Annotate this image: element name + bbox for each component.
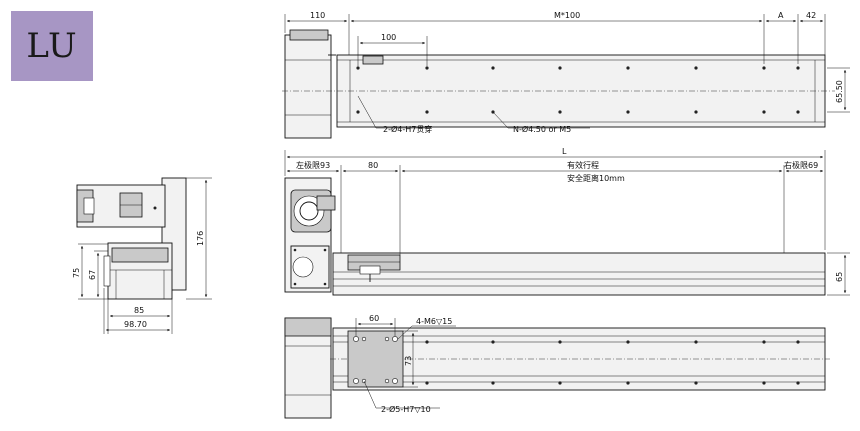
dim-73: 73 — [404, 356, 413, 366]
dim-100: 100 — [381, 33, 396, 42]
dim-safety: 安全距离10mm — [567, 173, 625, 183]
dim-176: 176 — [196, 231, 205, 246]
dim-65: 65 — [835, 272, 844, 282]
series-badge: LU — [11, 11, 93, 81]
dim-98-70: 98.70 — [124, 320, 147, 329]
dim-42: 42 — [806, 11, 816, 20]
front-rail — [332, 252, 826, 296]
dim-110: 110 — [310, 11, 325, 20]
top-view: 110 M*100 A 42 100 65.50 2-Ø4-H7贯穿 N-Ø4.… — [282, 11, 850, 139]
callout-mount-holes: N-Ø4.50 or M5 — [513, 124, 571, 134]
series-badge-label: LU — [26, 26, 78, 66]
side-view: 176 75 67 85 98.70 — [72, 177, 212, 334]
top-carriage-tab — [362, 55, 384, 65]
dim-60: 60 — [369, 314, 379, 323]
bottom-view: 60 73 4-M6▽15 2-Ø5-H7▽10 — [284, 314, 830, 419]
dim-l: L — [562, 147, 567, 156]
top-motor-body — [284, 34, 332, 139]
dim-85: 85 — [134, 306, 144, 315]
dim-75: 75 — [72, 268, 81, 278]
callout-pin-holes: 2-Ø4-H7贯穿 — [383, 124, 432, 134]
dim-80: 80 — [368, 161, 378, 170]
dim-right-limit: 右极限69 — [784, 160, 818, 170]
dim-stroke: 有效行程 — [567, 160, 599, 170]
dim-67: 67 — [88, 270, 97, 280]
callout-threads: 4-M6▽15 — [416, 317, 452, 326]
callout-pins: 2-Ø5-H7▽10 — [381, 404, 431, 414]
dim-a: A — [778, 11, 784, 20]
top-motor-cap — [289, 29, 329, 41]
dim-left-limit: 左极限93 — [296, 160, 330, 170]
dim-m100: M*100 — [554, 11, 580, 20]
dim-65-50: 65.50 — [835, 80, 844, 103]
front-view: L 左极限93 80 有效行程 安全距离10mm 右极限69 65 — [284, 147, 850, 296]
